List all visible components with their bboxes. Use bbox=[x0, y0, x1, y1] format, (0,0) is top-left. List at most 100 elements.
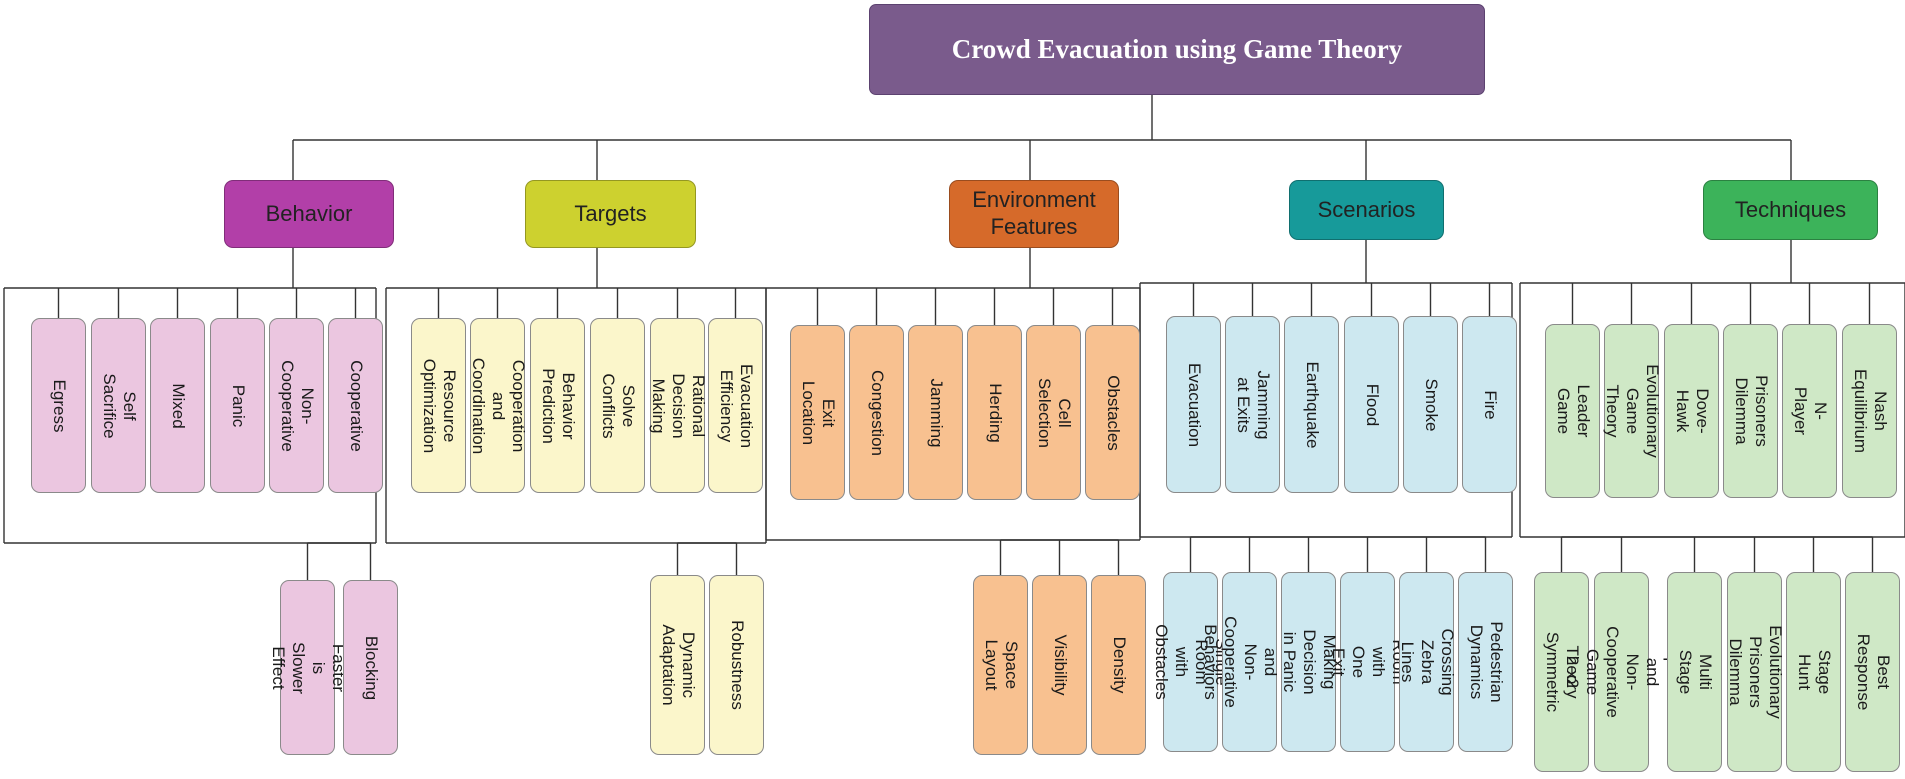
leaf-label: Jamming at Exits bbox=[1233, 370, 1273, 439]
scenarios-leaf-jamming-at-exits: Jamming at Exits bbox=[1225, 316, 1280, 493]
targets-leaf-resource-optimization: Resource Optimization bbox=[411, 318, 466, 493]
leaf-label: Fire bbox=[1480, 389, 1500, 420]
techniques-leaf-stage-hunt: Stage Hunt bbox=[1786, 572, 1841, 772]
leaf-label: N- Player bbox=[1790, 386, 1830, 436]
behavior-leaf-cooperative: Cooperative bbox=[328, 318, 383, 493]
targets-leaf-rational-decision-making: Rational Decision Making bbox=[648, 318, 708, 493]
leaf-label: Resource Optimization bbox=[419, 358, 459, 453]
leaf-label: Prisoners Dilemma bbox=[1731, 375, 1771, 447]
leaf-label: Earthquake bbox=[1302, 361, 1322, 448]
leaf-label: Smoke bbox=[1421, 378, 1441, 431]
behavior-leaf-panic: Panic bbox=[210, 318, 265, 493]
targets-leaf-evacuation-efficiency: Evacuation Efficiency bbox=[708, 318, 763, 493]
techniques-leaf-leader-game: Leader Game bbox=[1545, 324, 1600, 498]
scenarios-leaf-earthquake: Earthquake bbox=[1284, 316, 1339, 493]
leaf-label: Evacuation Efficiency bbox=[716, 363, 756, 448]
leaf-label: Herding bbox=[985, 382, 1005, 443]
techniques-leaf-evolutionary-game-theory: Evolutionary Game Theory bbox=[1602, 324, 1662, 498]
leaf-label: Visibility bbox=[1050, 634, 1070, 696]
leaf-label: Cooperation and Coordination bbox=[468, 357, 528, 454]
leaf-label: Faster is Slower Effect bbox=[268, 641, 348, 694]
leaf-label: Evolutionary Prisoners Dilemma bbox=[1725, 625, 1785, 719]
leaf-label: Space Layout bbox=[981, 639, 1021, 691]
leaf-label: Mixed bbox=[168, 382, 188, 429]
leaf-label: Cooperative bbox=[346, 359, 366, 452]
leaf-label: Self Sacrifice bbox=[99, 372, 139, 439]
leaf-label: Density bbox=[1109, 636, 1129, 694]
behavior-leaf-egress: Egress bbox=[31, 318, 86, 493]
leaf-label: Flood bbox=[1362, 383, 1382, 426]
leaf-label: Evacuation bbox=[1184, 362, 1204, 447]
leaf-label: Blocking bbox=[361, 635, 381, 700]
leaf-label: Rational Decision Making bbox=[648, 372, 708, 439]
behavior-leaf-self-sacrifice: Self Sacrifice bbox=[91, 318, 146, 493]
environment-features-leaf-obstacles: Obstacles bbox=[1085, 325, 1140, 500]
category-techniques: Techniques bbox=[1703, 180, 1878, 240]
leaf-label: Room with One Exit bbox=[1328, 639, 1407, 684]
leaf-label: Robustness bbox=[727, 620, 747, 710]
leaf-label: Dove-Hawk bbox=[1672, 388, 1712, 434]
techniques-leaf-cooperative-and-non-cooperative-game-theory: Cooperative and Non-Cooperative Game The… bbox=[1562, 572, 1682, 772]
environment-features-leaf-space-layout: Space Layout bbox=[973, 575, 1028, 755]
techniques-leaf-multi-stage: Multi Stage bbox=[1667, 572, 1722, 772]
scenarios-leaf-flood: Flood bbox=[1344, 316, 1399, 493]
scenarios-leaf-room-with-one-exit: Room with One Exit bbox=[1328, 572, 1408, 752]
leaf-label: Pedestrian Dynamics bbox=[1466, 621, 1506, 703]
leaf-label: Cell Selection bbox=[1034, 377, 1074, 448]
behavior-leaf-faster-is-slower-effect: Faster is Slower Effect bbox=[268, 580, 348, 755]
scenarios-leaf-smoke: Smoke bbox=[1403, 316, 1458, 493]
leaf-label: Behavior Prediction bbox=[538, 367, 578, 444]
techniques-leaf-dove-hawk: Dove-Hawk bbox=[1664, 324, 1719, 498]
category-scenarios: Scenarios bbox=[1289, 180, 1444, 240]
leaf-label: Cooperative and Non-Cooperative Game The… bbox=[1562, 626, 1681, 718]
scenarios-leaf-making-decision-in-panic: Making Decision in Panic bbox=[1279, 572, 1339, 752]
scenarios-leaf-single-room-with-obstacles: Single Room with Obstacles bbox=[1151, 572, 1231, 752]
environment-features-leaf-visibility: Visibility bbox=[1032, 575, 1087, 755]
behavior-leaf-blocking: Blocking bbox=[343, 580, 398, 755]
scenarios-leaf-fire: Fire bbox=[1462, 316, 1517, 493]
targets-leaf-behavior-prediction: Behavior Prediction bbox=[530, 318, 585, 493]
environment-features-leaf-exit-location: Exit Location bbox=[790, 325, 845, 500]
category-behavior: Behavior bbox=[224, 180, 394, 248]
leaf-label: Non-Cooperative bbox=[277, 359, 317, 452]
leaf-label: Exit Location bbox=[798, 380, 838, 445]
leaf-label: Egress bbox=[49, 379, 69, 432]
leaf-label: Multi Stage bbox=[1675, 649, 1715, 695]
leaf-label: Dynamic Adaptation bbox=[658, 624, 698, 706]
leaf-label: Evolutionary Game Theory bbox=[1602, 364, 1662, 458]
environment-features-leaf-jamming: Jamming bbox=[908, 325, 963, 500]
leaf-label: Leader Game bbox=[1553, 384, 1593, 438]
root-node: Crowd Evacuation using Game Theory bbox=[869, 4, 1485, 95]
targets-leaf-robustness: Robustness bbox=[709, 575, 764, 755]
techniques-leaf-evolutionary-prisoners-dilemma: Evolutionary Prisoners Dilemma bbox=[1725, 572, 1785, 772]
environment-features-leaf-herding: Herding bbox=[967, 325, 1022, 500]
leaf-label: Stage Hunt bbox=[1794, 649, 1834, 695]
leaf-label: Obstacles bbox=[1103, 374, 1123, 451]
techniques-leaf-best-response: Best Response bbox=[1845, 572, 1900, 772]
leaf-label: Best Response bbox=[1853, 633, 1893, 711]
category-targets: Targets bbox=[525, 180, 696, 248]
behavior-leaf-non-cooperative: Non-Cooperative bbox=[269, 318, 324, 493]
techniques-leaf-n-player: N- Player bbox=[1782, 324, 1837, 498]
scenarios-leaf-pedestrian-dynamics: Pedestrian Dynamics bbox=[1458, 572, 1513, 752]
techniques-leaf-prisoners-dilemma: Prisoners Dilemma bbox=[1723, 324, 1778, 498]
category-environment-features: Environment Features bbox=[949, 180, 1119, 248]
scenarios-leaf-evacuation: Evacuation bbox=[1166, 316, 1221, 493]
leaf-label: Panic bbox=[228, 384, 248, 427]
environment-features-leaf-density: Density bbox=[1091, 575, 1146, 755]
scenarios-leaf-cooperative-and-non-cooperative-behaviors: Cooperative and Non-Cooperative Behavior… bbox=[1200, 572, 1300, 752]
techniques-leaf-nash-equilibrium: Nash Equilibrium bbox=[1842, 324, 1897, 498]
leaf-label: Nash Equilibrium bbox=[1850, 368, 1890, 454]
environment-features-leaf-cell-selection: Cell Selection bbox=[1026, 325, 1081, 500]
leaf-label: Jamming bbox=[926, 378, 946, 447]
leaf-label: Congestion bbox=[867, 369, 887, 456]
behavior-leaf-mixed: Mixed bbox=[150, 318, 205, 493]
leaf-label: Solve Conflicts bbox=[598, 372, 638, 439]
environment-features-leaf-congestion: Congestion bbox=[849, 325, 904, 500]
scenarios-leaf-crossing-zebra-lines: Crossing Zebra Lines bbox=[1397, 572, 1457, 752]
techniques-leaf-2-x2-symmetric: 2 x2 Symmetric bbox=[1534, 572, 1589, 772]
leaf-label: Crossing Zebra Lines bbox=[1397, 628, 1457, 696]
targets-leaf-dynamic-adaptation: Dynamic Adaptation bbox=[650, 575, 705, 755]
targets-leaf-cooperation-and-coordination: Cooperation and Coordination bbox=[468, 318, 528, 493]
